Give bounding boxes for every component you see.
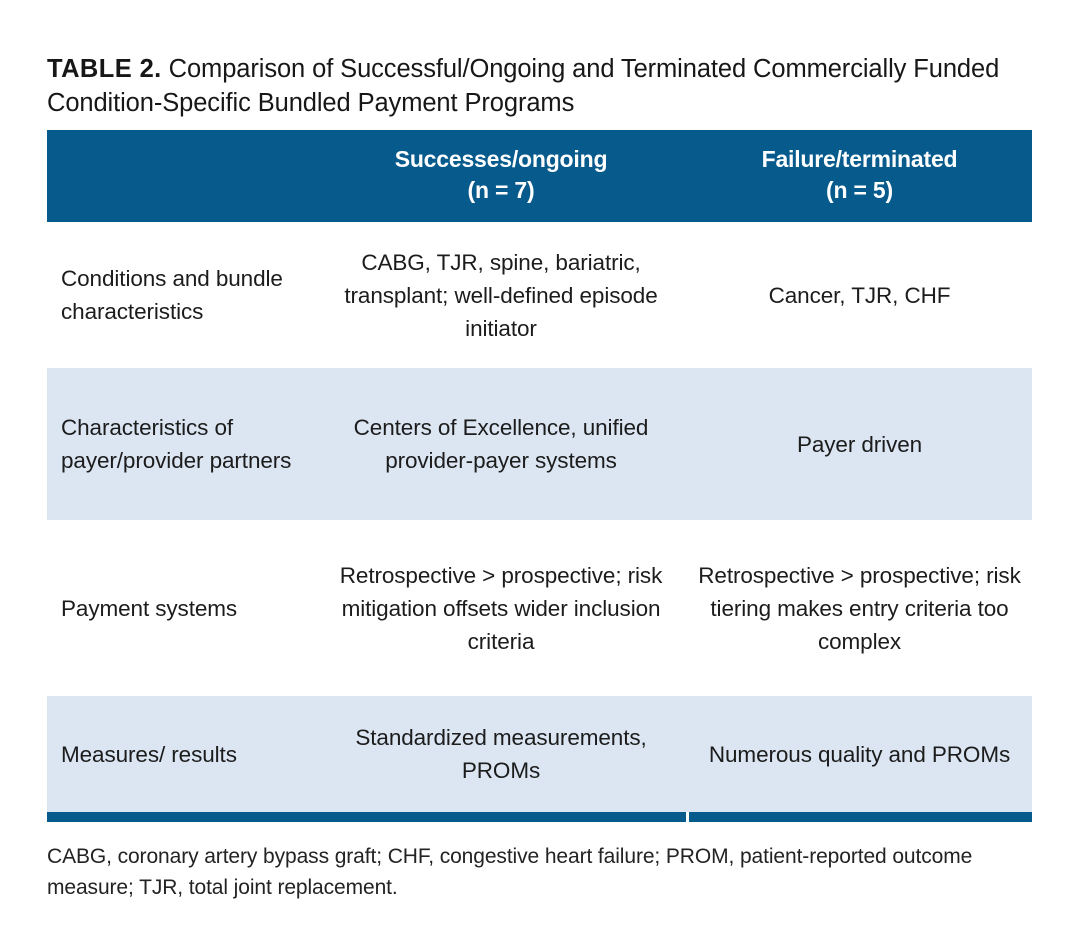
bottom-rule-left-segment <box>47 812 686 822</box>
row-failure-partners: Payer driven <box>687 368 1032 520</box>
row-failure-measures: Numerous quality and PROMs <box>687 696 1032 812</box>
row-label-payment: Payment systems <box>47 520 315 696</box>
comparison-table: Successes/ongoing (n = 7) Failure/termin… <box>47 130 1032 812</box>
header-failures-label: Failure/terminated <box>761 146 958 172</box>
row-label-measures: Measures/ results <box>47 696 315 812</box>
header-successes-count: (n = 7) <box>467 177 535 203</box>
table-title-text: Comparison of Successful/Ongoing and Ter… <box>47 55 1000 117</box>
table-container: TABLE 2. Comparison of Successful/Ongoin… <box>47 52 1032 903</box>
header-successes-label: Successes/ongoing <box>394 146 608 172</box>
header-cell-failures: Failure/terminated (n = 5) <box>687 130 1032 222</box>
table-row: Payment systems Retrospective > prospect… <box>47 520 1032 696</box>
table-row: Conditions and bundle characteristics CA… <box>47 222 1032 368</box>
table-number: TABLE 2. <box>47 55 162 83</box>
header-cell-blank <box>47 130 315 222</box>
table-footnote: CABG, coronary artery bypass graft; CHF,… <box>47 845 973 899</box>
header-cell-successes: Successes/ongoing (n = 7) <box>315 130 687 222</box>
row-success-partners: Centers of Excellence, unified provider-… <box>315 368 687 520</box>
table-body: Conditions and bundle characteristics CA… <box>47 222 1032 812</box>
header-row: Successes/ongoing (n = 7) Failure/termin… <box>47 130 1032 222</box>
row-success-measures: Standardized measurements, PROMs <box>315 696 687 812</box>
table-title: TABLE 2. Comparison of Successful/Ongoin… <box>47 52 1022 120</box>
row-success-payment: Retrospective > prospective; risk mitiga… <box>315 520 687 696</box>
table-head: Successes/ongoing (n = 7) Failure/termin… <box>47 130 1032 222</box>
table-row: Measures/ results Standardized measureme… <box>47 696 1032 812</box>
row-success-conditions: CABG, TJR, spine, bariatric, transplant;… <box>315 222 687 368</box>
header-failures-count: (n = 5) <box>826 177 893 203</box>
row-label-partners: Characteristics of payer/provider partne… <box>47 368 315 520</box>
row-failure-payment: Retrospective > prospective; risk tierin… <box>687 520 1032 696</box>
table-row: Characteristics of payer/provider partne… <box>47 368 1032 520</box>
row-label-conditions: Conditions and bundle characteristics <box>47 222 315 368</box>
row-failure-conditions: Cancer, TJR, CHF <box>687 222 1032 368</box>
bottom-rule-right-segment <box>689 812 1032 822</box>
table-bottom-rule <box>47 812 1032 822</box>
